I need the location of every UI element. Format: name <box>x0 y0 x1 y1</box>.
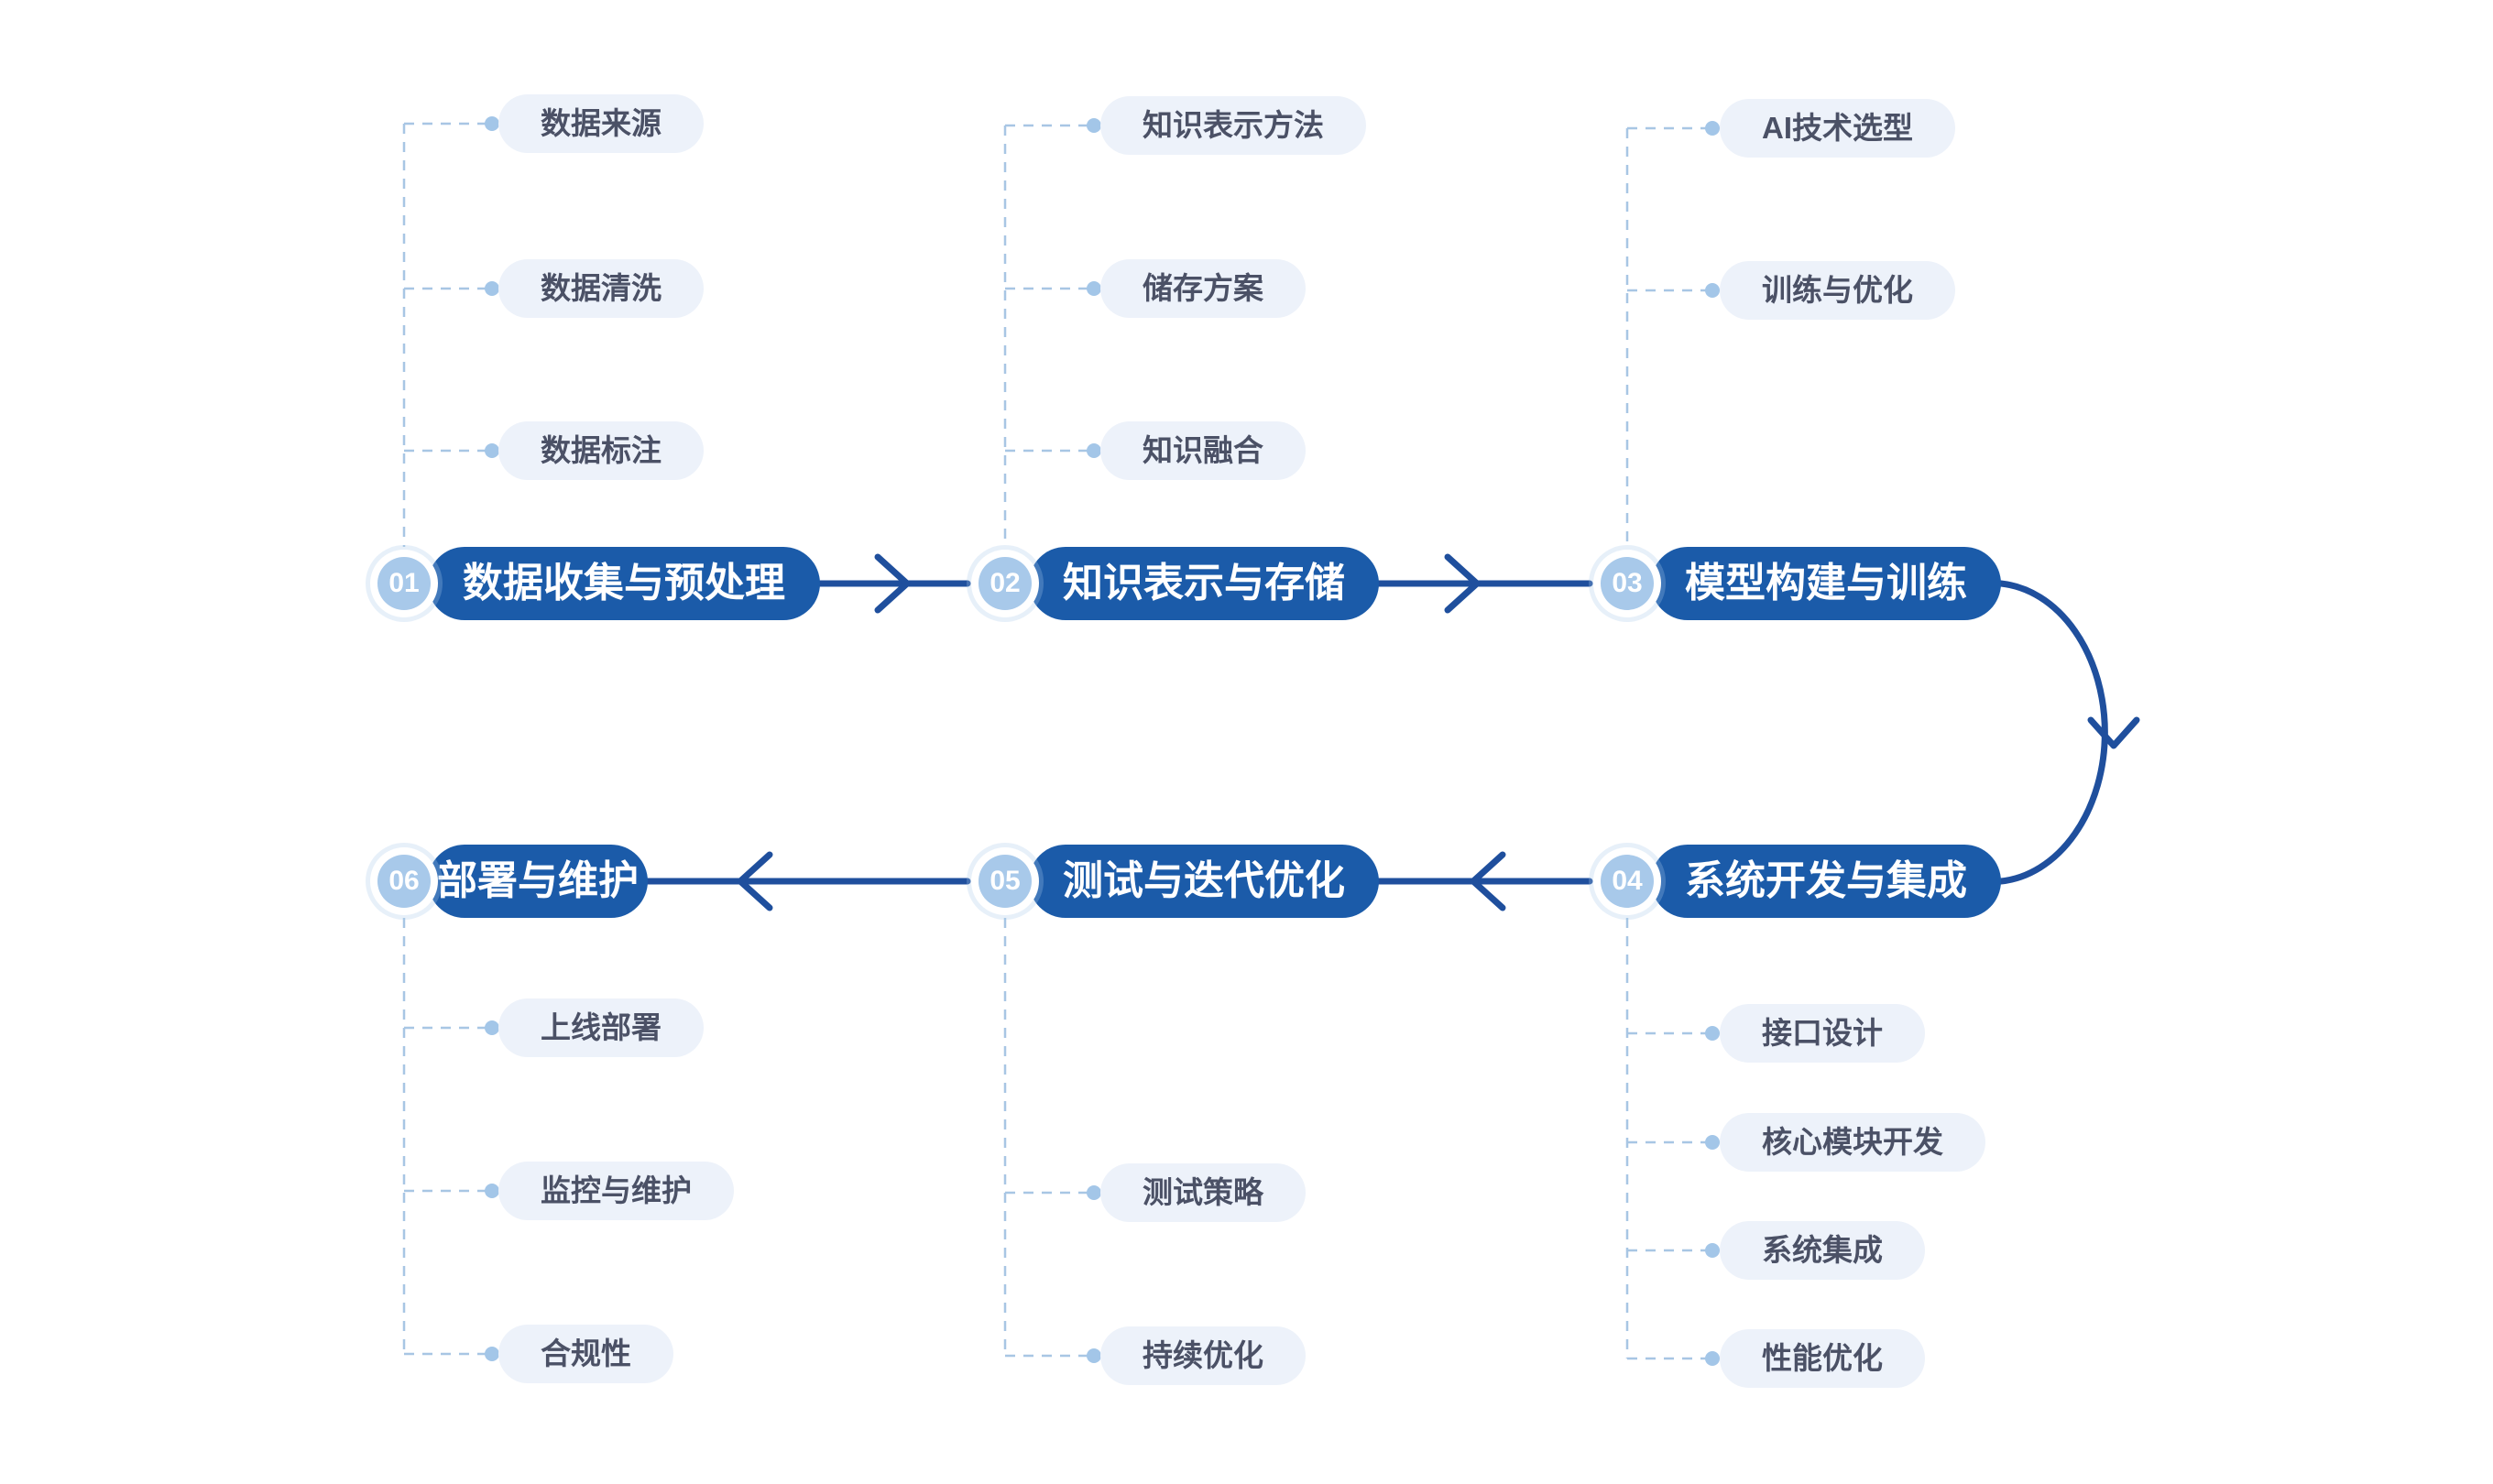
sub-item-pill-knowledge-fusion: 知识融合 <box>1100 421 1306 480</box>
stage-02-number: 02 <box>979 557 1032 610</box>
sub-item-pill-storage-plan: 储存方案 <box>1100 259 1306 318</box>
stage-02-number-badge: 02 <box>971 550 1039 617</box>
sub-item-pill-system-integration: 系统集成 <box>1720 1221 1925 1280</box>
connector-dots <box>485 116 1720 1366</box>
stage-05-pill: 测试与迭代优化 <box>1029 845 1379 918</box>
sub-item-label: 储存方案 <box>1143 271 1263 305</box>
sub-item-label: 合规性 <box>541 1337 631 1370</box>
stage-01-number: 01 <box>377 557 431 610</box>
stage-04-title: 系统开发与集成 <box>1685 858 1967 903</box>
sub-item-label: 测试策略 <box>1143 1175 1263 1209</box>
sub-item-label: 知识融合 <box>1143 433 1263 467</box>
sub-item-label: 数据清洗 <box>541 271 662 305</box>
sub-item-pill-monitoring-maintenance: 监控与维护 <box>498 1162 734 1220</box>
sub-item-pill-test-strategy: 测试策略 <box>1100 1163 1306 1222</box>
stage-04-dashed-connectors <box>1625 918 1706 1360</box>
sub-item-label: 数据来源 <box>541 106 662 140</box>
arrow-02-to-03-chevron-icon <box>1444 553 1481 614</box>
sub-item-label: 上线部署 <box>541 1010 662 1044</box>
sub-item-pill-interface-design: 接口设计 <box>1720 1004 1925 1063</box>
stage-06-number: 06 <box>377 855 431 908</box>
stage-03-number: 03 <box>1601 557 1654 610</box>
sub-item-pill-data-labeling: 数据标注 <box>498 421 704 480</box>
stage-03-dashed-connectors <box>1625 126 1706 547</box>
stage-04-pill: 系统开发与集成 <box>1651 845 2001 918</box>
sub-item-pill-ai-tech-selection: AI技术选型 <box>1720 99 1955 158</box>
stage-03-title: 模型构建与训练 <box>1685 561 1967 606</box>
arrow-03-to-04-curve <box>1997 580 2108 885</box>
stage-01-number-badge: 01 <box>370 550 438 617</box>
stage-05-title: 测试与迭代优化 <box>1063 858 1345 903</box>
stage-02-pill: 知识表示与存储 <box>1029 547 1379 620</box>
sub-item-pill-knowledge-representation: 知识表示方法 <box>1100 96 1366 155</box>
sub-item-label: 监控与维护 <box>541 1173 692 1207</box>
stage-02-title: 知识表示与存储 <box>1063 561 1345 606</box>
sub-item-pill-data-cleaning: 数据清洗 <box>498 259 704 318</box>
sub-item-label: 知识表示方法 <box>1143 108 1324 142</box>
sub-item-pill-go-live-deployment: 上线部署 <box>498 998 704 1057</box>
sub-item-pill-core-module-dev: 核心模块开发 <box>1720 1113 1985 1172</box>
arrow-01-to-02-chevron-icon <box>874 553 911 614</box>
sub-item-label: AI技术选型 <box>1762 111 1913 145</box>
stage-05-dashed-connectors <box>1003 918 1088 1358</box>
sub-item-label: 数据标注 <box>541 433 662 467</box>
stage-06-dashed-connectors <box>402 918 486 1356</box>
stage-05-number: 05 <box>979 855 1032 908</box>
sub-item-label: 系统集成 <box>1762 1233 1883 1267</box>
sub-item-label: 核心模块开发 <box>1762 1125 1943 1159</box>
stage-01-dashed-connectors <box>402 122 486 547</box>
stage-06-title: 部署与维护 <box>437 858 639 903</box>
sub-item-label: 训练与优化 <box>1762 273 1913 307</box>
stage-01-title: 数据收集与预处理 <box>463 561 785 606</box>
stage-05-number-badge: 05 <box>971 847 1039 915</box>
sub-item-pill-training-optimization: 训练与优化 <box>1720 261 1955 320</box>
arrow-05-to-06-chevron-icon <box>737 851 773 911</box>
arrow-03-to-04-chevron-icon <box>2087 716 2140 749</box>
stage-04-number: 04 <box>1601 855 1654 908</box>
sub-item-pill-performance-optimization: 性能优化 <box>1720 1329 1925 1388</box>
stage-06-number-badge: 06 <box>370 847 438 915</box>
stage-03-pill: 模型构建与训练 <box>1651 547 2001 620</box>
sub-item-label: 接口设计 <box>1762 1016 1883 1050</box>
stage-02-dashed-connectors <box>1003 124 1088 547</box>
sub-item-pill-compliance: 合规性 <box>498 1325 673 1383</box>
sub-item-pill-continuous-optimization: 持续优化 <box>1100 1326 1306 1385</box>
sub-item-pill-data-source: 数据来源 <box>498 94 704 153</box>
stage-01-pill: 数据收集与预处理 <box>428 547 820 620</box>
stage-03-number-badge: 03 <box>1593 550 1661 617</box>
stage-06-pill: 部署与维护 <box>428 845 648 918</box>
stage-04-number-badge: 04 <box>1593 847 1661 915</box>
sub-item-label: 持续优化 <box>1143 1338 1263 1372</box>
arrow-04-to-05-chevron-icon <box>1470 851 1506 911</box>
sub-item-label: 性能优化 <box>1762 1341 1883 1375</box>
